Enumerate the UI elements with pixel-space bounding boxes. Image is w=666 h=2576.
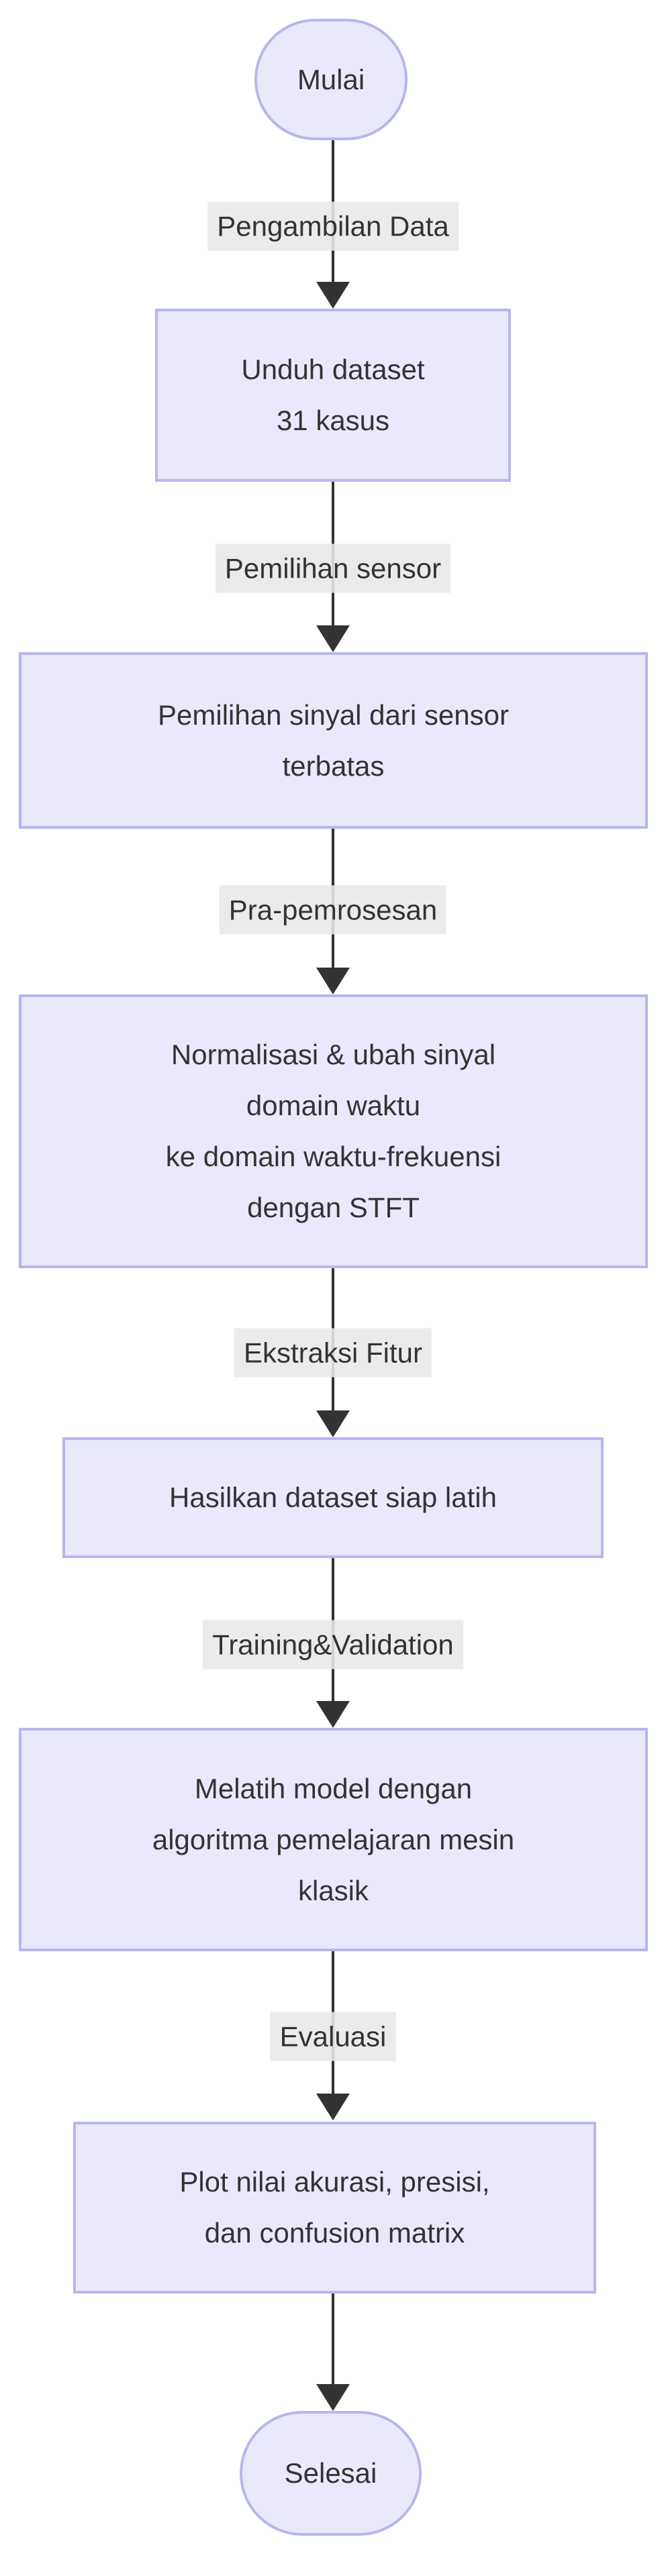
edge-label-training-validation: Training&Validation [203, 1620, 463, 1669]
node-label-line: Hasilkan dataset siap latih [169, 1482, 497, 1513]
arrowhead-icon [316, 968, 350, 994]
arrowhead-icon [316, 2384, 350, 2411]
arrowhead-icon [316, 282, 350, 309]
node-plot-evaluasi: Plot nilai akurasi, presisi, dan confusi… [73, 2122, 596, 2294]
node-label-line: Plot nilai akurasi, presisi, [179, 2166, 490, 2198]
arrowhead-icon [316, 2094, 350, 2120]
edge-label-pengambilan-data: Pengambilan Data [207, 201, 459, 251]
node-label-line: Melatih model dengan [194, 1772, 473, 1804]
arrowhead-icon [316, 1410, 350, 1437]
node-label: Selesai [284, 2457, 377, 2489]
node-label-line: Pemilihan sinyal dari sensor [158, 699, 509, 731]
node-label-line: dan confusion matrix [204, 2217, 465, 2249]
edge-label-evaluasi: Evaluasi [270, 2012, 396, 2061]
node-label-line: algoritma pemelajaran mesin [152, 1823, 515, 1855]
node-dataset-siap-latih: Hasilkan dataset siap latih [62, 1437, 604, 1558]
node-pemilihan-sinyal: Pemilihan sinyal dari sensor terbatas [19, 652, 648, 829]
edge-label-ekstraksi-fitur: Ekstraksi Fitur [234, 1328, 432, 1378]
node-normalisasi-stft: Normalisasi & ubah sinyal domain waktu k… [19, 994, 648, 1268]
edge-label-pemilihan-sensor: Pemilihan sensor [215, 544, 451, 593]
node-label-line: ke domain waktu-frekuensi [165, 1141, 502, 1172]
node-label-line: dengan STFT [247, 1192, 420, 1223]
node-label-line: Normalisasi & ubah sinyal [171, 1039, 496, 1070]
node-label-line: domain waktu [246, 1090, 421, 1121]
node-label-line: Unduh dataset [241, 354, 425, 385]
node-melatih-model: Melatih model dengan algoritma pemelajar… [19, 1728, 648, 1951]
edge-line-plot-to-end [332, 2294, 334, 2388]
node-label-line: terbatas [282, 750, 385, 782]
edge-label-pra-pemrosesan: Pra-pemrosesan [219, 885, 447, 935]
arrowhead-icon [316, 625, 350, 652]
node-start-mulai: Mulai [254, 19, 408, 140]
node-label-line: klasik [297, 1874, 369, 1906]
node-unduh-dataset: Unduh dataset 31 kasus [155, 309, 511, 482]
node-label: Mulai [297, 63, 365, 95]
arrowhead-icon [316, 1701, 350, 1728]
node-end-selesai: Selesai [240, 2411, 422, 2536]
node-label-line: 31 kasus [276, 405, 390, 436]
